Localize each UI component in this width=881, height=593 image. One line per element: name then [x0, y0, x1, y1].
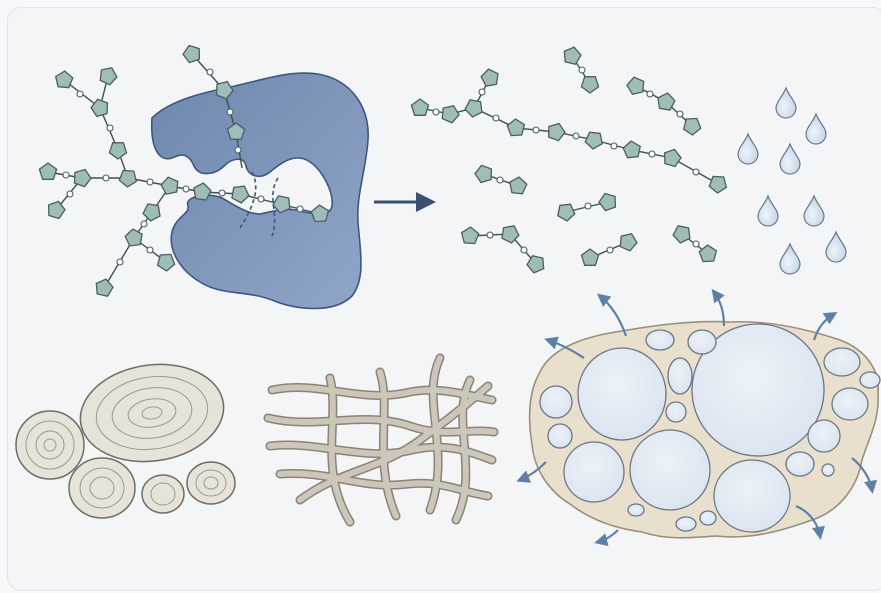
water-drops	[738, 88, 846, 274]
pentagon-icon	[581, 77, 598, 93]
glycosidic-link	[649, 151, 655, 157]
water-drop-icon	[780, 244, 800, 274]
pentagon-icon	[183, 46, 199, 63]
granule-left	[16, 411, 84, 479]
curved-arrow-icon	[600, 296, 626, 336]
pentagon-icon	[411, 99, 428, 115]
pentagon-icon	[699, 245, 716, 262]
glycosidic-link	[693, 169, 699, 175]
pentagon-icon	[462, 227, 479, 244]
glycosidic-link	[219, 190, 225, 196]
pentagon-icon	[585, 132, 602, 149]
digestion-products-panel	[411, 47, 846, 274]
pentagon-icon	[527, 256, 544, 273]
glycosidic-link	[77, 91, 83, 97]
glycosidic-link	[63, 172, 69, 178]
glycosidic-link	[647, 91, 653, 97]
pentagon-icon	[709, 176, 726, 193]
glycosidic-link	[607, 247, 613, 253]
glycosidic-link	[147, 179, 153, 185]
pentagon-icon	[465, 100, 482, 117]
glycosidic-link	[487, 232, 493, 238]
pentagon-icon	[232, 186, 249, 203]
pentagon-icon	[158, 254, 175, 271]
glycosidic-link	[147, 247, 153, 253]
pentagon-icon	[161, 177, 178, 194]
water-drop-icon	[780, 144, 800, 174]
pentagon-icon	[119, 170, 136, 187]
pentagon-icon	[673, 226, 690, 243]
glycosidic-link	[297, 206, 303, 212]
pentagon-icon	[75, 170, 92, 187]
glycosidic-link	[183, 186, 189, 192]
glycosidic-link	[497, 177, 503, 183]
pentagon-icon	[100, 68, 117, 85]
glycosidic-link	[521, 247, 527, 253]
arrow-right-icon	[374, 192, 436, 212]
glycosidic-link	[207, 69, 213, 75]
water-drop-icon	[776, 88, 796, 118]
glycosidic-link	[141, 221, 147, 227]
granule-right	[187, 462, 235, 504]
pentagon-icon	[143, 204, 160, 221]
glycosidic-link	[67, 191, 73, 197]
fiber-network-panel	[268, 358, 494, 522]
pentagon-icon	[91, 99, 108, 116]
glycosidic-link	[611, 143, 617, 149]
pentagon-icon	[684, 118, 701, 135]
pentagon-icon	[109, 143, 126, 159]
glycosidic-link	[533, 127, 539, 133]
pentagon-icon	[665, 149, 681, 166]
pentagon-icon	[311, 205, 328, 222]
pentagon-icon	[442, 106, 459, 123]
glycosidic-link	[493, 115, 499, 121]
enzyme-digestion-panel	[39, 46, 368, 309]
glycosidic-link	[677, 111, 683, 117]
granule-small	[142, 475, 184, 513]
glycosidic-link	[258, 196, 264, 202]
pentagon-icon	[564, 47, 581, 64]
pentagon-icon	[56, 71, 73, 88]
glycosidic-link	[227, 109, 233, 115]
pentagon-icon	[125, 229, 142, 246]
water-drop-icon	[806, 114, 826, 144]
pentagon-icon	[39, 163, 56, 179]
pentagon-icon	[627, 77, 644, 94]
curved-arrow-icon	[598, 530, 618, 542]
glycosidic-link	[693, 241, 699, 247]
pentagon-icon	[475, 165, 491, 182]
pentagon-icon	[582, 249, 599, 265]
water-drop-icon	[758, 196, 778, 226]
granule-large	[74, 355, 230, 470]
pentagon-icon	[507, 119, 524, 136]
glycosidic-link	[117, 259, 123, 265]
granule-mid	[69, 458, 135, 518]
pentagon-icon	[49, 201, 65, 218]
pentagon-icon	[96, 279, 113, 296]
glycosidic-link	[573, 133, 579, 139]
water-drop-icon	[826, 232, 846, 262]
water-drop-icon	[738, 134, 758, 164]
water-drop-icon	[804, 196, 824, 226]
pentagon-icon	[481, 69, 498, 86]
starch-granules-panel	[16, 355, 235, 518]
pentagon-icon	[623, 141, 640, 158]
glycosidic-link	[235, 147, 241, 153]
glycosidic-link	[433, 109, 439, 115]
glycosidic-link	[479, 89, 485, 95]
pentagon-icon	[620, 234, 637, 251]
pentagon-icon	[558, 204, 575, 221]
glycosidic-link	[579, 67, 585, 73]
glycosidic-link	[585, 203, 591, 209]
pentagon-icon	[549, 124, 565, 141]
pentagon-icon	[510, 177, 527, 194]
pentagon-icon	[599, 194, 615, 211]
glycosidic-link	[103, 175, 109, 181]
porous-matrix-panel	[520, 292, 880, 542]
glycosidic-link	[107, 125, 113, 131]
